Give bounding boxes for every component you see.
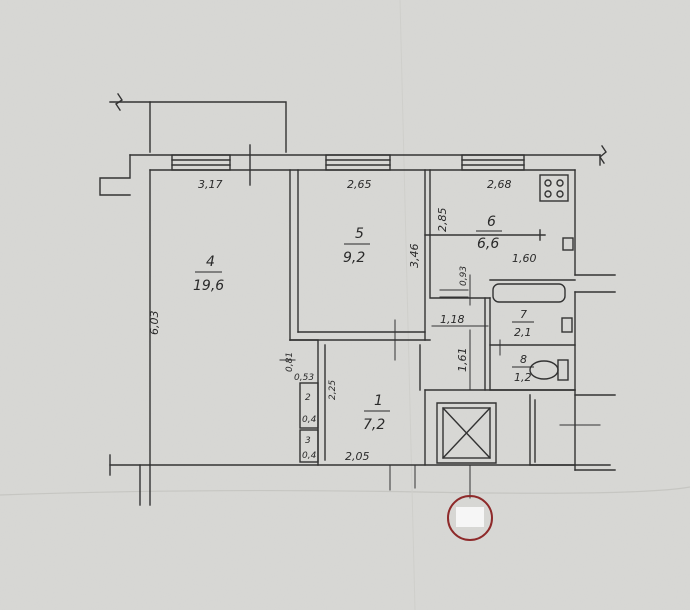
room-3-area: 0,4 <box>302 451 317 461</box>
paper-crease <box>399 0 416 610</box>
room-8-number: 8 <box>520 353 527 366</box>
room-1-number: 1 <box>374 393 383 409</box>
dim-1-61: 1,61 <box>456 348 469 373</box>
room-2-number: 2 <box>305 393 311 403</box>
dim-6-03: 6,03 <box>148 311 161 336</box>
dim-2-65: 2,65 <box>347 178 372 191</box>
dim-2-25: 2,25 <box>328 380 338 400</box>
dim-1-18: 1,18 <box>440 313 465 326</box>
closets <box>299 382 319 463</box>
dim-2-68: 2,68 <box>487 178 512 191</box>
window-room-5 <box>325 154 391 171</box>
dim-0-93: 0,93 <box>459 266 469 286</box>
dim-2-85: 2,85 <box>436 208 449 233</box>
dimension-leaders <box>279 274 601 499</box>
dim-3-46: 3,46 <box>408 244 421 269</box>
room-3-number: 3 <box>305 436 311 446</box>
room-7-area: 2,1 <box>514 326 532 339</box>
balcony <box>109 93 287 153</box>
room-8-area: 1,2 <box>514 371 532 384</box>
dim-1-60: 1,60 <box>512 252 537 265</box>
window-room-4 <box>171 154 231 171</box>
room-1-area: 7,2 <box>363 417 385 433</box>
entrance-marker <box>447 495 493 541</box>
room-5-number: 5 <box>355 226 364 242</box>
room-2-area: 0,4 <box>302 415 317 425</box>
stove <box>539 174 569 202</box>
kitchen-sink <box>562 237 574 251</box>
window-room-6 <box>461 154 525 171</box>
bathtub <box>492 283 573 333</box>
room-4-number: 4 <box>206 254 215 270</box>
room-5-area: 9,2 <box>343 250 365 266</box>
room-4-area: 19,6 <box>193 278 224 294</box>
dim-3-17: 3,17 <box>198 178 223 191</box>
toilet <box>529 359 569 381</box>
dim-0-81: 0,81 <box>285 352 295 372</box>
dim-0-53: 0,53 <box>294 373 314 383</box>
room-7-number: 7 <box>520 308 527 321</box>
kitchen-dim-line <box>424 229 546 241</box>
dim-2-05: 2,05 <box>345 450 370 463</box>
elevator-shaft <box>436 402 497 464</box>
room-6-area: 6,6 <box>477 236 499 252</box>
paper-fold <box>0 486 690 496</box>
room-6-number: 6 <box>487 214 496 230</box>
